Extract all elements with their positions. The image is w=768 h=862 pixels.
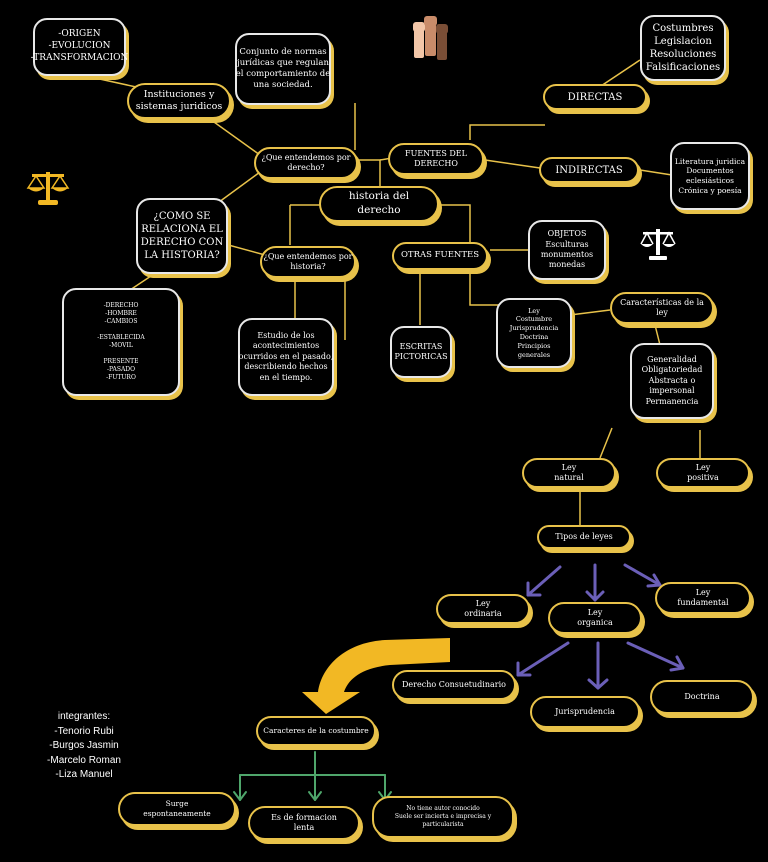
node-derecho-list: -DERECHO-HOMBRE-CAMBIOS -ESTABLECIDA-MOV…: [62, 288, 180, 396]
integrante-item: -Burgos Jasmin: [49, 740, 119, 751]
node-origen: -ORIGEN-EVOLUCION-TRANSFORMACION: [31, 18, 128, 76]
integrante-item: -Marcelo Roman: [47, 754, 121, 766]
node-otras-fuentes: OTRAS FUENTES: [392, 242, 488, 270]
integrantes-title: integrantes:: [57, 711, 111, 722]
protest-fists-icon: [410, 16, 452, 62]
node-derecho-consuetudinario: Derecho Consuetudinario: [392, 670, 516, 700]
integrante-item: -Liza Manuel: [55, 769, 113, 780]
node-indirectas: INDIRECTAS: [539, 157, 639, 183]
node-jurisprudencia: Jurisprudencia: [530, 696, 640, 728]
node-directas: DIRECTAS: [543, 84, 647, 110]
justice-scale-icon: [639, 226, 677, 264]
node-doctrina: Doctrina: [650, 680, 754, 714]
integrantes-list: integrantes: -Tenorio Rubi -Burgos Jasmi…: [38, 710, 130, 783]
integrante-item: -Tenorio Rubi: [54, 725, 114, 737]
node-caracteres-costumbre: Caracteres de la costumbre: [256, 716, 376, 746]
node-tipos-leyes: Tipos de leyes: [537, 525, 631, 549]
scales-icon: [26, 168, 70, 206]
